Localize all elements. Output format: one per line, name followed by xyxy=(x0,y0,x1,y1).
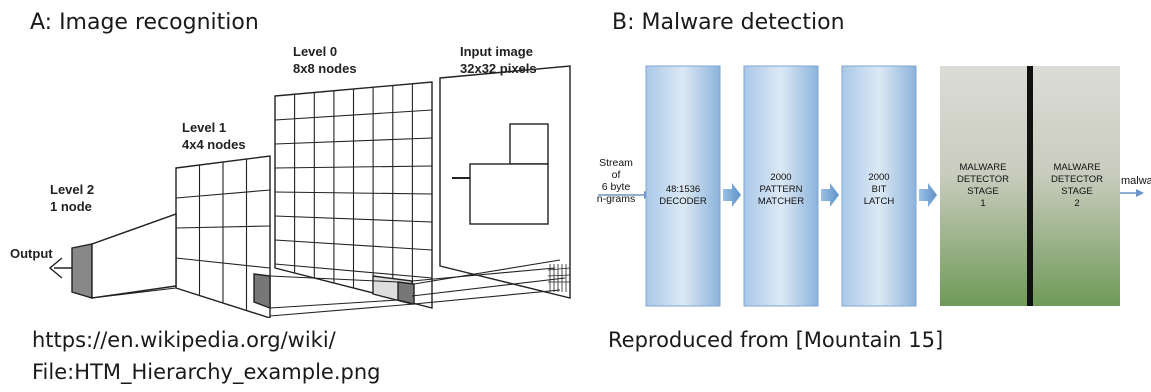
decoder-label-line2: DECODER xyxy=(659,196,707,207)
bit-latch-label-line2: BIT xyxy=(872,184,887,195)
input-label-line2: of xyxy=(612,169,621,181)
level1-grid-lines xyxy=(175,159,271,310)
input-image-shape-lower xyxy=(469,163,549,225)
output-arrow-head xyxy=(1136,189,1144,197)
htm-hierarchy-diagram: Input image 32x32 pixels Level 0 8x8 nod… xyxy=(10,44,571,318)
level1-label: Level 1 xyxy=(182,120,226,135)
block-arrow-1 xyxy=(723,183,741,207)
input-label-line1: Stream xyxy=(599,157,633,169)
pattern-matcher-label-line2: PATTERN xyxy=(760,184,803,195)
level2-node-body xyxy=(91,213,177,299)
stage-divider xyxy=(1027,66,1033,306)
output-label: Output xyxy=(10,246,53,261)
input-label-line4: n-grams xyxy=(597,193,636,205)
input-label-line3: 6 byte xyxy=(602,181,631,193)
input-image-label: Input image xyxy=(460,44,533,59)
panel-b-caption: Reproduced from [Mountain 15] xyxy=(608,328,944,352)
level1-size-label: 4x4 nodes xyxy=(182,137,246,152)
level2-node xyxy=(71,243,93,299)
bit-latch-block xyxy=(841,65,917,307)
level0-size-label: 8x8 nodes xyxy=(293,61,357,76)
detector1-label-line1: MALWARE xyxy=(960,162,1007,173)
detector2-label-line3: STAGE xyxy=(1061,186,1093,197)
detector2-label-line4: 2 xyxy=(1074,198,1079,209)
pattern-matcher-label-line3: MATCHER xyxy=(758,196,804,207)
block-arrow-3 xyxy=(919,183,937,207)
detector1-label-line2: DETECTOR xyxy=(957,174,1009,185)
output-arrow-head xyxy=(48,257,63,279)
pattern-matcher-label-line1: 2000 xyxy=(770,172,791,183)
detector2-label-line2: DETECTOR xyxy=(1051,174,1103,185)
input-image-shape-upper xyxy=(509,123,549,165)
panel-a-caption-line2: File:HTM_Hierarchy_example.png xyxy=(32,360,381,384)
output-malware-label: malware? xyxy=(1121,175,1151,187)
detector1-label-line4: 1 xyxy=(980,198,985,209)
decoder-label-line1: 48:1536 xyxy=(666,184,700,195)
level2-label: Level 2 xyxy=(50,182,94,197)
level1-highlight-cell xyxy=(253,273,271,310)
block-arrow-2 xyxy=(821,183,839,207)
bit-latch-label-line1: 2000 xyxy=(868,172,889,183)
panel-b-title: B: Malware detection xyxy=(612,10,845,35)
pattern-matcher-block xyxy=(743,65,819,307)
detector-stage1-block xyxy=(940,66,1027,306)
level0-highlight-cell-dark xyxy=(397,281,415,305)
bit-latch-label-line3: LATCH xyxy=(864,196,895,207)
level0-label: Level 0 xyxy=(293,44,337,59)
input-pixel-grid xyxy=(547,264,571,292)
input-image-size-label: 32x32 pixels xyxy=(460,61,537,76)
decoder-block xyxy=(645,65,721,307)
level0-grid-lines xyxy=(274,83,433,303)
malware-pipeline-diagram: Stream of 6 byte n-grams 48:1536 DECODER… xyxy=(597,65,1151,307)
detector-stage2-block xyxy=(1033,66,1120,306)
panel-a-caption-line1: https://en.wikipedia.org/wiki/ xyxy=(32,328,336,352)
panel-a-title: A: Image recognition xyxy=(30,10,259,35)
detector1-label-line3: STAGE xyxy=(967,186,999,197)
detector2-label-line1: MALWARE xyxy=(1054,162,1101,173)
connection-lines xyxy=(91,213,566,317)
level2-size-label: 1 node xyxy=(50,199,92,214)
